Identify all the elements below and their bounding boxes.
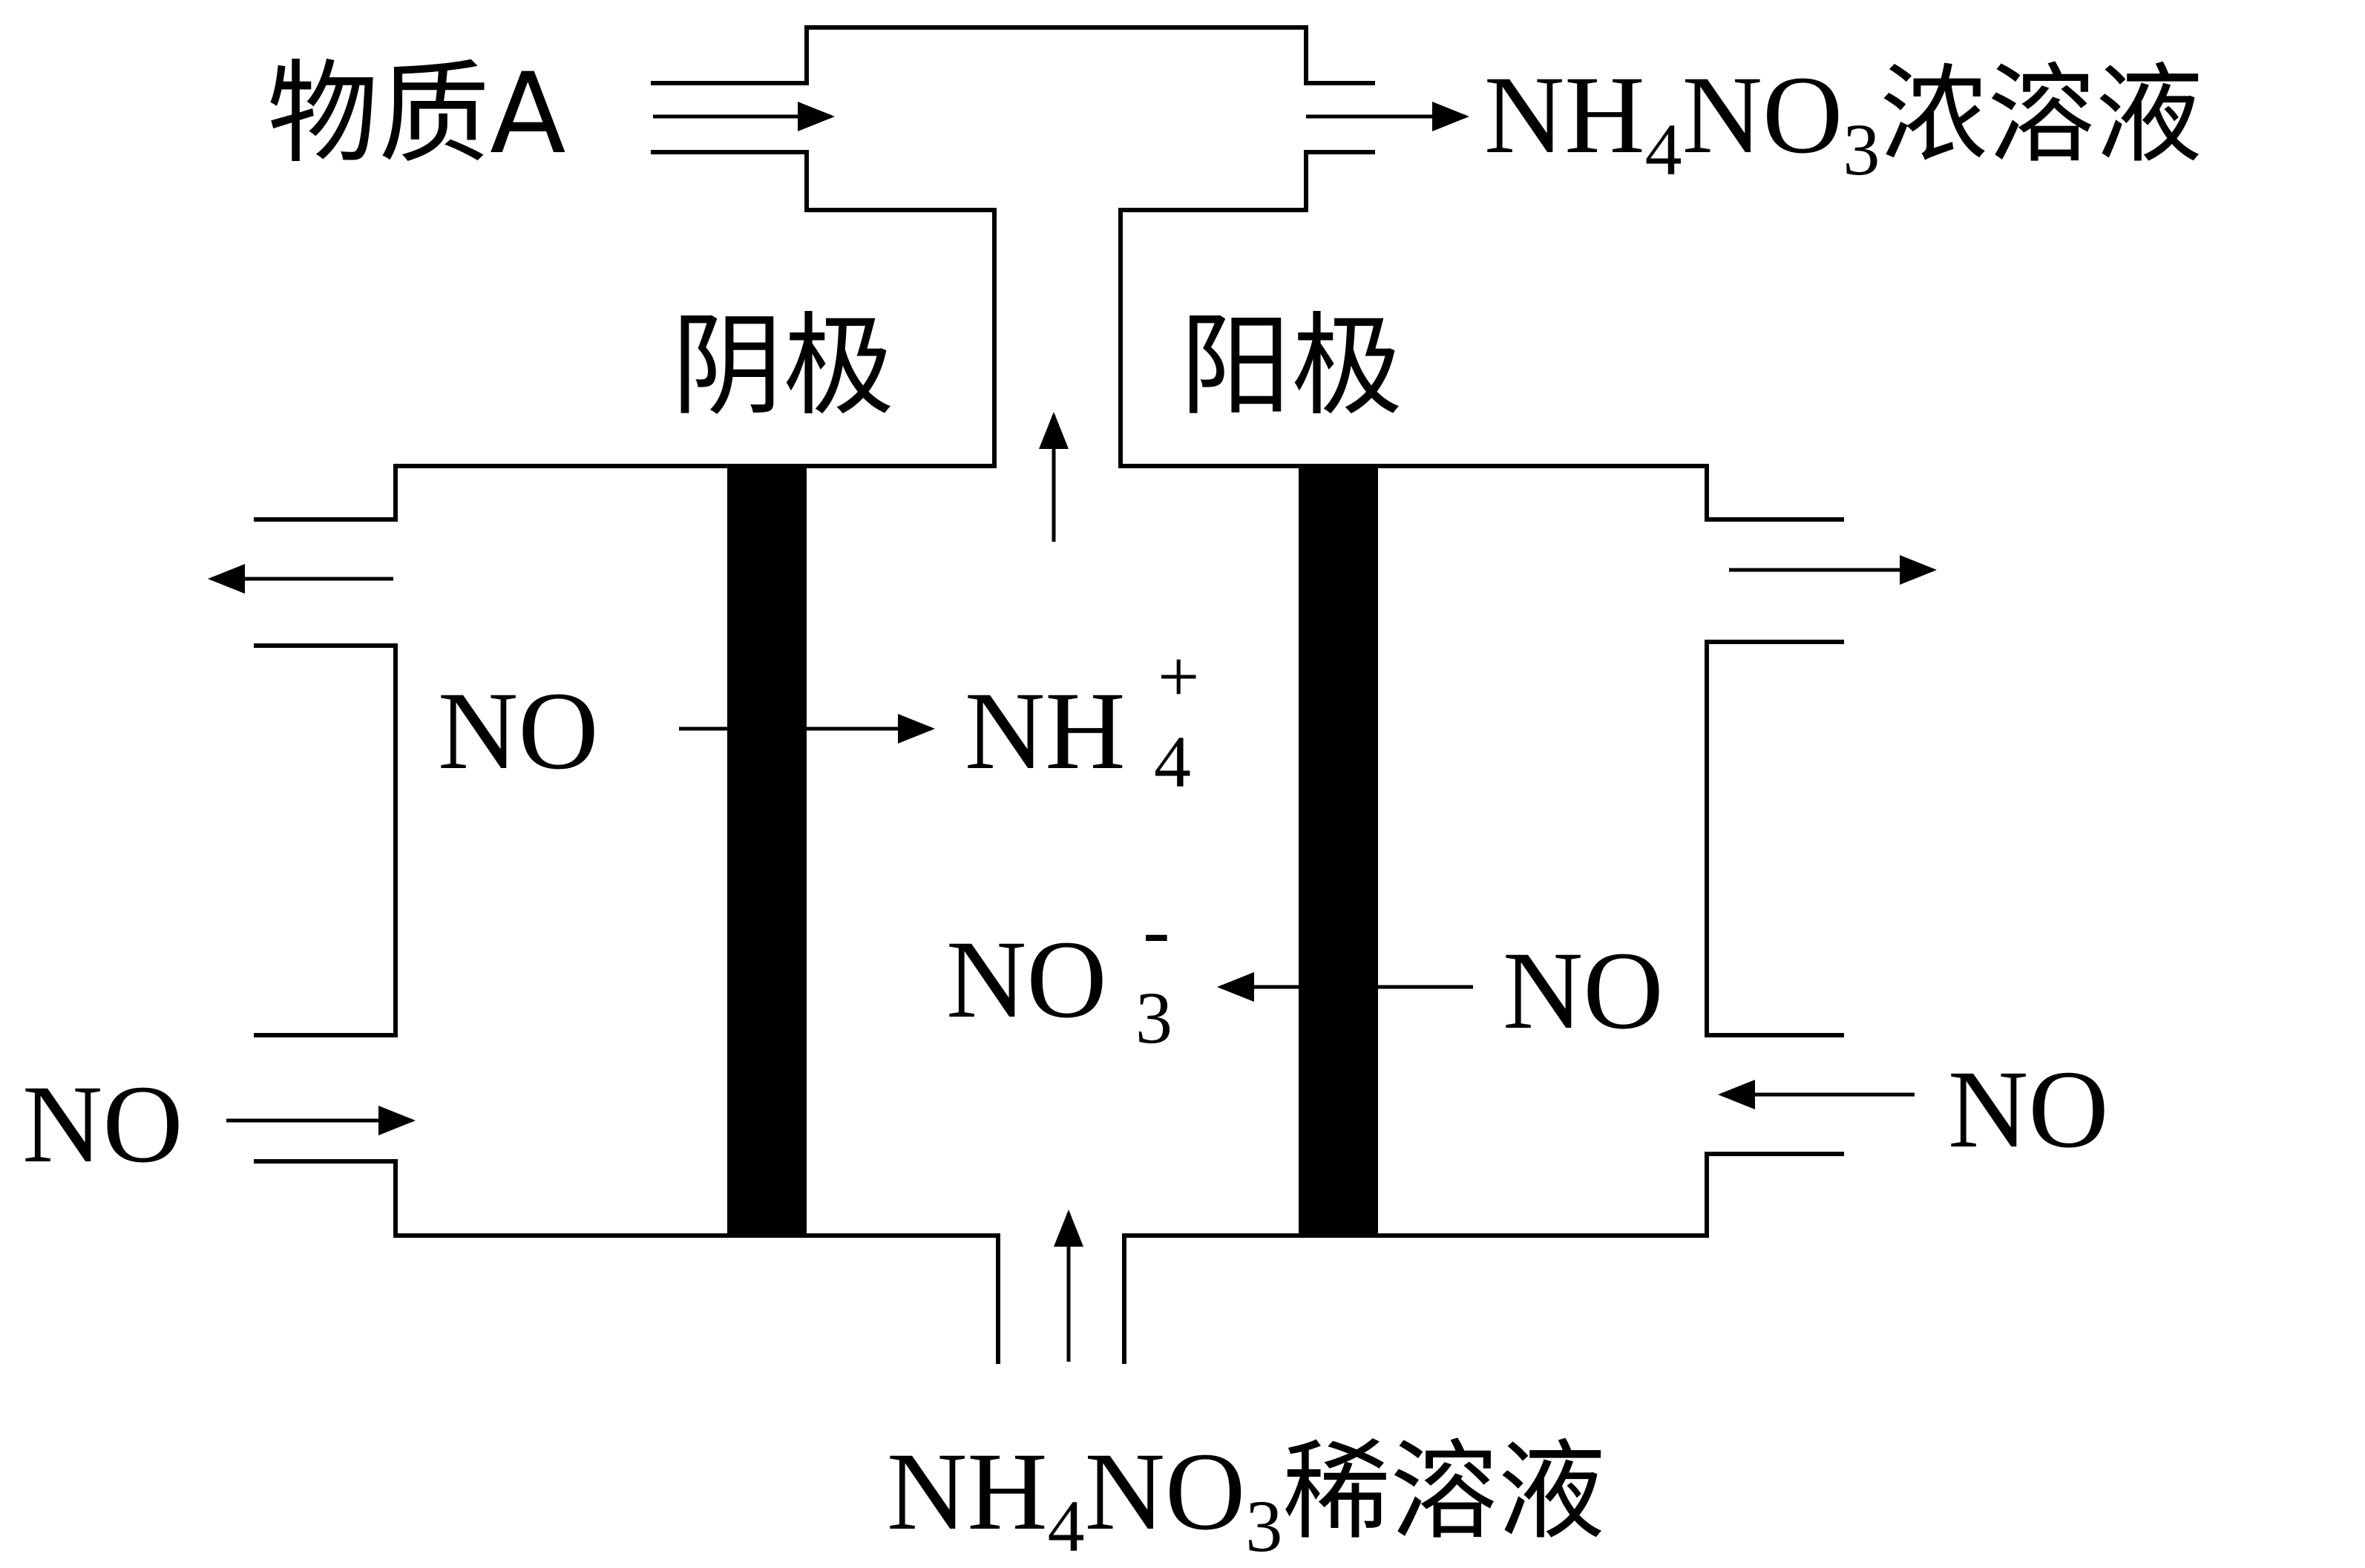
anode-product: NO <box>946 918 1107 1041</box>
main-cell <box>254 464 1844 1364</box>
cathode-product: NH <box>965 669 1126 793</box>
anode-reactant: NO <box>1503 929 1664 1052</box>
cathode-product-sup: + <box>1158 635 1199 718</box>
right-gas-in-label: NO <box>1948 1048 2109 1171</box>
inlet-a-label: 物质A <box>267 50 566 179</box>
dilute-inlet-label: NH4NO3稀溶液 <box>887 1429 1605 1567</box>
outlet-concentrate-label: NH4NO3浓溶液 <box>1484 53 2202 191</box>
left-gas-in-label: NO <box>22 1063 183 1186</box>
cathode-label: 阴极 <box>672 302 894 431</box>
cathode-electrode <box>727 466 807 1238</box>
anode-electrode <box>1299 466 1378 1238</box>
anode-product-sup: - <box>1143 885 1170 975</box>
top-collector <box>651 25 1375 468</box>
anode-product-sub: 3 <box>1135 977 1172 1059</box>
anode-label: 阳极 <box>1180 302 1403 431</box>
cathode-product-sub: 4 <box>1154 721 1191 803</box>
cathode-reactant: NO <box>438 669 599 793</box>
